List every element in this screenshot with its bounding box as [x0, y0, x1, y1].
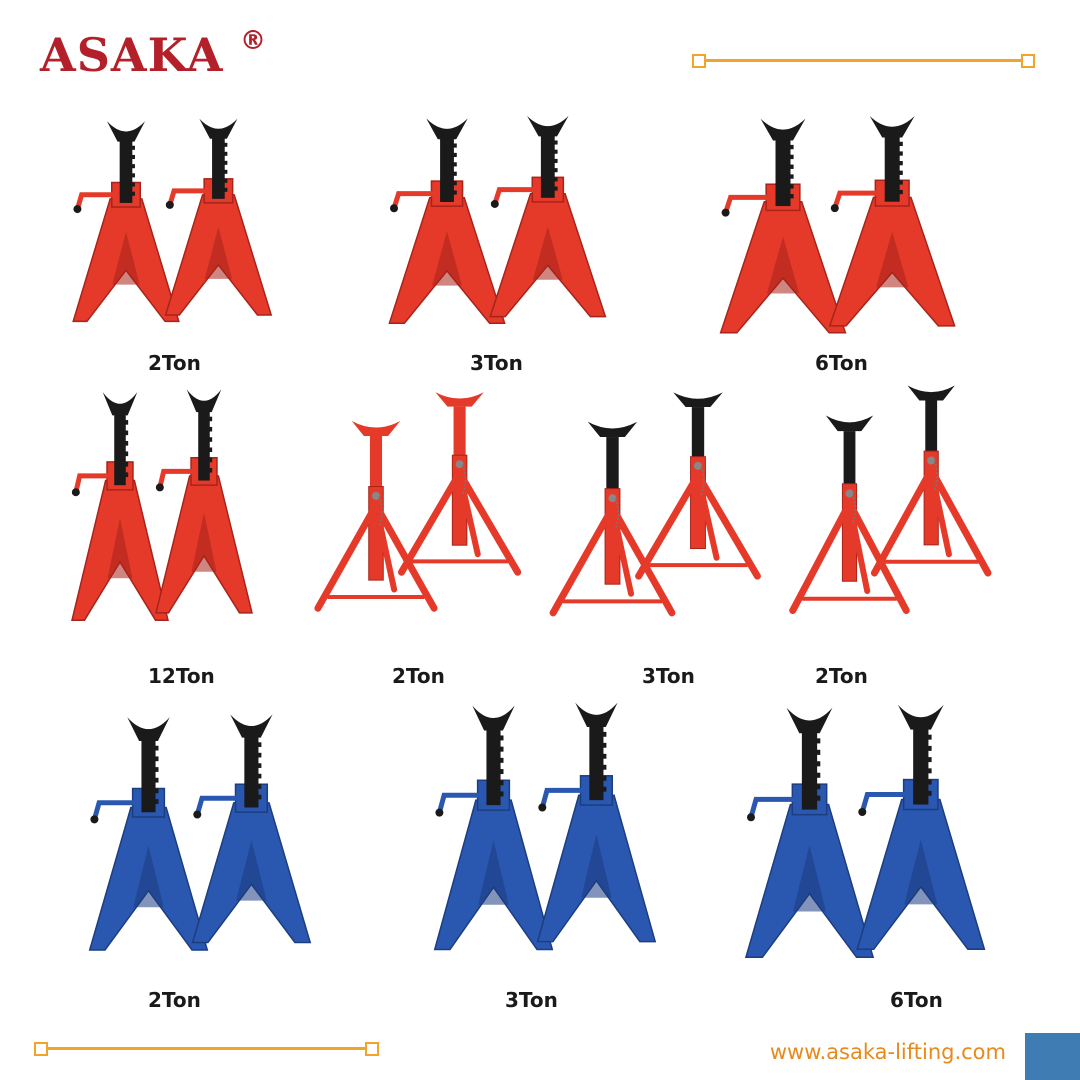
footer-decoration	[34, 1042, 380, 1056]
header-decoration	[692, 54, 1036, 68]
decoration-square-icon	[34, 1042, 48, 1056]
product-label: 2Ton	[148, 988, 201, 1012]
product-label: 2Ton	[815, 664, 868, 688]
product-image-6ton-blue-ratchet	[744, 704, 986, 959]
decoration-square-icon	[692, 54, 706, 68]
registered-mark: ®	[240, 26, 266, 56]
product-image-3ton-red-ratchet	[388, 115, 607, 324]
product-label: 3Ton	[505, 988, 558, 1012]
product-image-6ton-red-ratchet	[719, 116, 956, 334]
product-label: 6Ton	[815, 351, 868, 375]
product-label: 3Ton	[470, 351, 523, 375]
product-label: 2Ton	[392, 664, 445, 688]
product-image-2ton-red-pin-large	[789, 385, 992, 614]
product-image-2ton-blue-ratchet	[88, 714, 312, 951]
product-image-3ton-red-pin	[549, 392, 761, 617]
product-label: 3Ton	[642, 664, 695, 688]
decoration-square-icon	[365, 1042, 379, 1056]
decoration-square-icon	[1021, 54, 1035, 68]
brand-logo: ASAKA	[40, 28, 224, 82]
product-image-12ton-red-ratchet	[71, 389, 253, 621]
product-label: 6Ton	[890, 988, 943, 1012]
product-label: 12Ton	[148, 664, 215, 688]
product-image-3ton-blue-ratchet	[433, 702, 657, 951]
website-link[interactable]: www.asaka-lifting.com	[769, 1040, 1006, 1064]
product-image-2ton-red-pin	[314, 392, 522, 612]
product-image-2ton-red-ratchet	[72, 118, 273, 323]
product-label: 2Ton	[148, 351, 201, 375]
corner-block	[1025, 1033, 1080, 1080]
